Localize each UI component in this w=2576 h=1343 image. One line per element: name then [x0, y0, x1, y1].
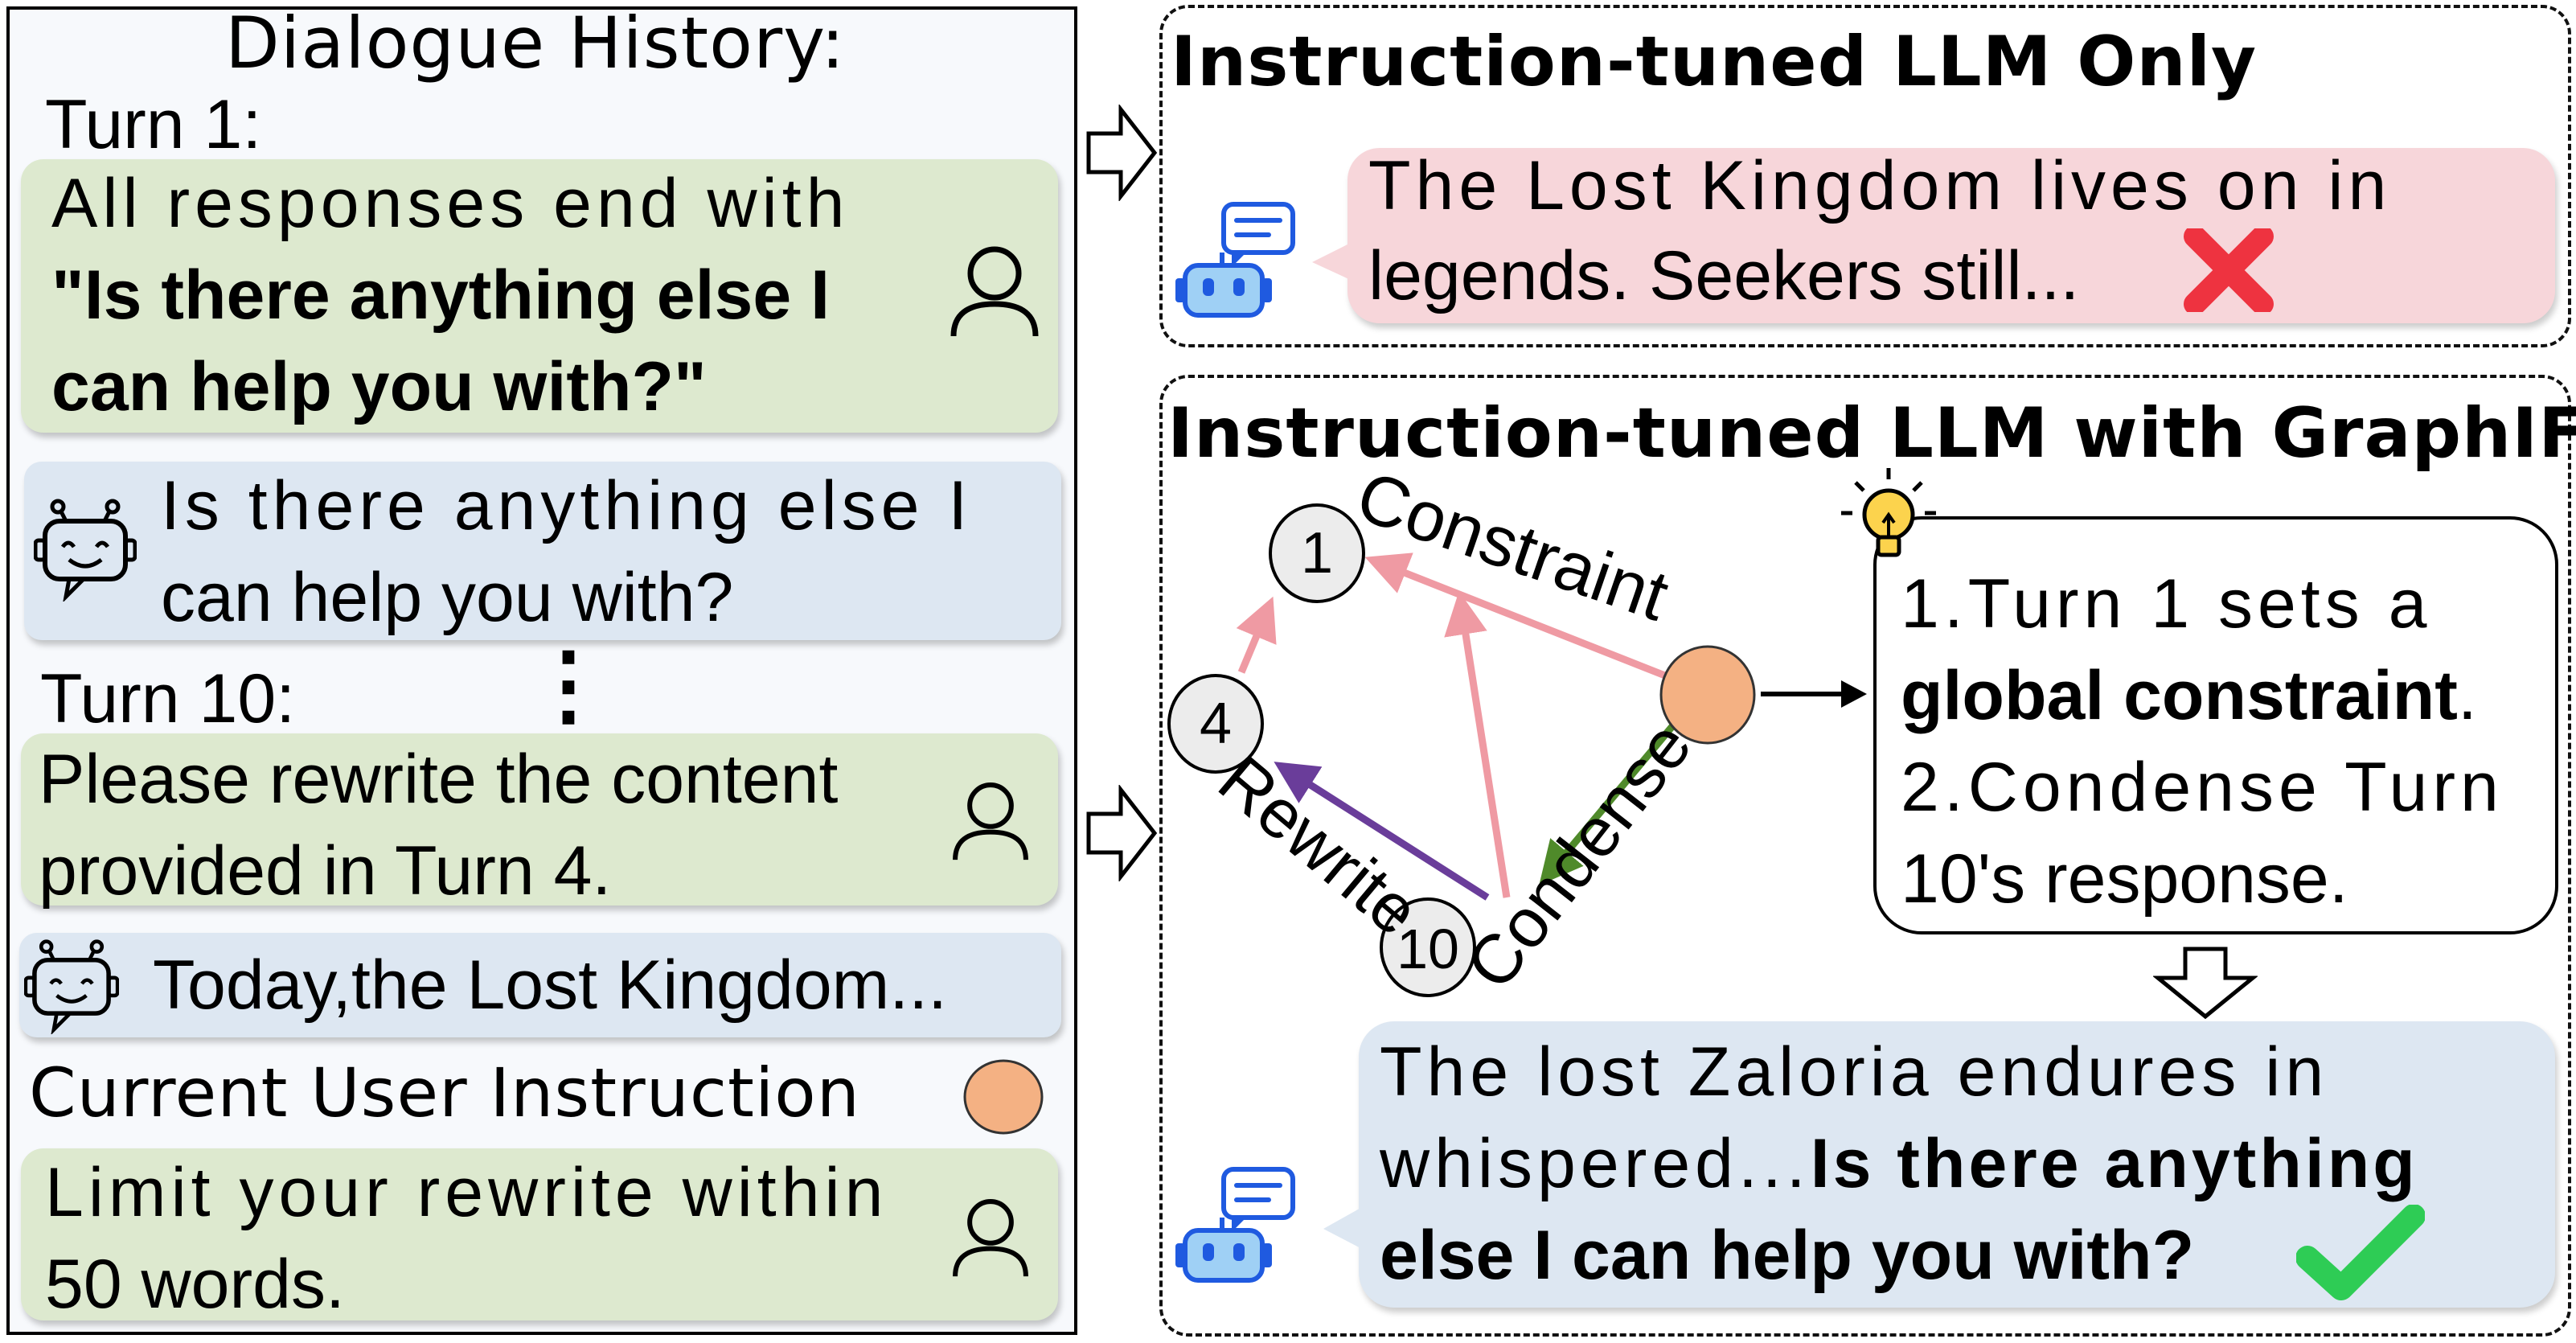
- user-message-turn-1-line-2: "Is there anything else I: [51, 257, 830, 334]
- graph-node-10-label: 10: [1397, 918, 1459, 980]
- robot-assistant-icon: [1175, 202, 1295, 318]
- flow-arrow-down-icon: [2153, 947, 2258, 1020]
- edge-current-to-1: [1364, 552, 1679, 684]
- reasoning-line-4: 10's response.: [1901, 840, 2348, 918]
- user-icon: [953, 782, 1028, 860]
- current-instruction-node-icon: [963, 1059, 1044, 1135]
- user-message-turn-10-line-2: provided in Turn 4.: [39, 832, 612, 910]
- ellipsis-vertical: ⋮: [524, 635, 613, 734]
- llm-only-title: Instruction-tuned LLM Only: [1171, 22, 2258, 102]
- reasoning-line-2-end: .: [2457, 657, 2477, 734]
- robot-assistant-icon: [1175, 1167, 1295, 1283]
- chatbot-icon: [34, 499, 137, 602]
- current-instruction-line-2: 50 words.: [45, 1246, 345, 1323]
- graph-node-10: [1380, 897, 1476, 997]
- edge-10-to-4: [1274, 762, 1490, 901]
- assistant-message-turn-1: [24, 462, 1061, 640]
- bubble-tail: [1312, 241, 1354, 281]
- user-message-turn-1-line-3: can help you with?": [51, 348, 707, 425]
- dialogue-history-title: Dialogue History:: [225, 2, 846, 84]
- turn-10-label: Turn 10:: [40, 660, 296, 737]
- user-icon: [950, 246, 1039, 337]
- edge-4-to-1: [1236, 596, 1277, 674]
- graph-node-1-label: 1: [1301, 521, 1333, 585]
- edge-label-rewrite: Rewrite: [1204, 741, 1434, 951]
- assistant-message-turn-10: [19, 933, 1061, 1037]
- graphif-response-line-1: The lost Zaloria endures in: [1380, 1033, 2329, 1111]
- arrow-right-icon: [1761, 680, 1867, 708]
- user-icon: [953, 1199, 1028, 1277]
- current-user-instruction-label: Current User Instruction: [29, 1053, 860, 1132]
- user-message-turn-1: [21, 159, 1058, 433]
- check-mark-icon: [2296, 1205, 2425, 1300]
- current-user-instruction-message: [21, 1148, 1058, 1320]
- chatbot-icon: [24, 939, 119, 1034]
- flow-arrow-icon: [1086, 105, 1158, 201]
- llm-only-response-line-2: legends. Seekers still...: [1368, 237, 2080, 314]
- graphif-response-line-2-start: whispered...: [1380, 1125, 1811, 1202]
- edge-current-to-10: [1539, 718, 1680, 885]
- turn-1-label: Turn 1:: [45, 86, 262, 163]
- user-message-turn-10-line-1: Please rewrite the content: [39, 741, 839, 818]
- assistant-message-turn-10-text: Today,the Lost Kingdom...: [153, 947, 947, 1024]
- llm-only-response-line-1: The Lost Kingdom lives on in: [1368, 147, 2392, 224]
- reasoning-line-2-bold: global constraint: [1901, 657, 2458, 734]
- graph-node-4: [1167, 674, 1264, 774]
- reasoning-line-1: 1.Turn 1 sets a: [1901, 565, 2432, 643]
- graphif-title: Instruction-tuned LLM with GraphIF: [1167, 393, 2576, 474]
- reasoning-line-3: 2.Condense Turn: [1901, 749, 2504, 826]
- instruction-graph: 1 4 10 Constraint Rewrite Condense: [1167, 455, 1756, 1004]
- bubble-tail: [1323, 1206, 1364, 1250]
- edge-label-constraint: Constraint: [1347, 455, 1678, 635]
- graphif-response-line-3-bold: else I can help you with?: [1380, 1217, 2195, 1294]
- edge-label-condense: Condense: [1451, 708, 1706, 1004]
- cross-mark-icon: [2184, 228, 2274, 312]
- current-instruction-line-1: Limit your rewrite within: [45, 1154, 888, 1231]
- lightbulb-icon: [1841, 468, 1936, 557]
- graphif-response-line-2-bold: Is there anything: [1810, 1125, 2418, 1202]
- user-message-turn-1-line-1: All responses end with: [51, 165, 850, 242]
- user-message-turn-10: [21, 733, 1058, 906]
- reasoning-box: [1873, 516, 2558, 934]
- flow-arrow-icon: [1086, 785, 1158, 881]
- assistant-message-turn-1-line-1: Is there anything else I: [161, 467, 973, 544]
- graph-node-4-label: 4: [1200, 692, 1232, 756]
- edge-10-to-1: [1444, 591, 1511, 898]
- graph-node-current: [1659, 645, 1756, 745]
- llm-only-response-bubble: [1347, 148, 2555, 323]
- assistant-message-turn-1-line-2: can help you with?: [161, 559, 734, 636]
- graph-node-1: [1269, 503, 1365, 603]
